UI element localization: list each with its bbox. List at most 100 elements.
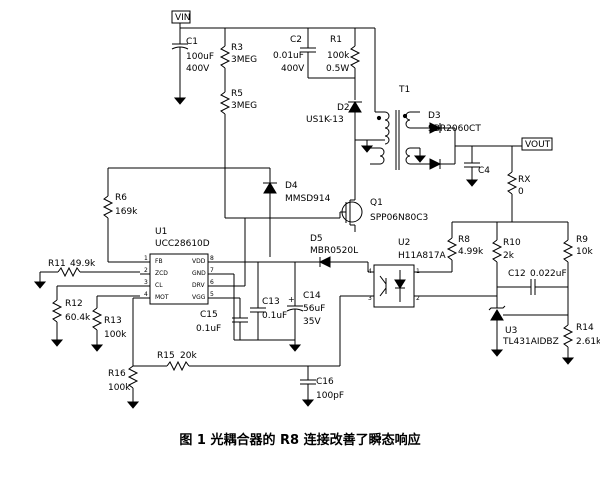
- r5-value: 3MEG: [231, 101, 257, 111]
- d4-diode: D4 MMSD914: [263, 168, 331, 257]
- r9-ref: R9: [576, 235, 588, 245]
- r14-ref: R14: [576, 323, 594, 333]
- r3-ref: R3: [231, 43, 243, 53]
- vout-net: VOUT: [521, 137, 553, 151]
- c14-capacitor: + C14 56uF 35V: [286, 262, 325, 352]
- c4-ref: C4: [478, 166, 490, 176]
- u2-pin3: 3: [368, 295, 372, 302]
- c1-rating: 400V: [186, 64, 210, 74]
- r1-ref: R1: [330, 35, 342, 45]
- c2-r1-snubber: C2 0.01uF 400V R1 100k 0.5W: [273, 28, 361, 100]
- u1-pin-vdd: VDD: [192, 258, 206, 265]
- t1-transformer: T1: [355, 27, 420, 170]
- rx-ref: RX: [518, 175, 530, 185]
- u1-pin-mot: MOT: [155, 294, 169, 301]
- r12-resistor: R12 60.4k: [50, 285, 140, 347]
- r6-resistor-icon: [102, 195, 114, 219]
- u1-pin-zcd: ZCD: [155, 270, 168, 277]
- u3-part: TL431AIDBZ: [502, 337, 559, 347]
- r15-value: 20k: [180, 351, 197, 361]
- c2-value: 0.01uF: [273, 51, 304, 61]
- r8-ref: R8: [458, 235, 470, 245]
- r16-resistor-icon: [127, 365, 139, 389]
- c1-capacitor: C1 100uF 400V: [171, 28, 214, 105]
- d5-diode-icon: [318, 256, 331, 268]
- rx-resistor-icon: [506, 171, 518, 195]
- r8-value: 4.99k: [458, 247, 484, 257]
- d3-diode-a-icon: [429, 122, 442, 134]
- r12-ref: R12: [65, 299, 83, 309]
- u1-pin6: 6: [210, 279, 214, 286]
- u2-led-icon: [394, 279, 406, 289]
- r11-ref: R11: [48, 259, 66, 269]
- r6-ref: R6: [115, 193, 127, 203]
- r14-resistor-icon: [562, 324, 574, 348]
- r15-ref: R15: [157, 351, 175, 361]
- r9-value: 10k: [576, 247, 593, 257]
- d2-diode: D2 US1K-13: [306, 101, 362, 140]
- r8-resistor: R8 4.99k: [446, 222, 484, 272]
- svg-text:+: +: [288, 295, 295, 304]
- d2-part: US1K-13: [306, 115, 344, 125]
- u2-ref: U2: [398, 238, 410, 248]
- r9-resistor: R9 10k: [562, 222, 593, 318]
- r14-ground-icon: [561, 357, 575, 365]
- rx-resistor: RX 0: [506, 146, 530, 222]
- r13-resistor-icon: [91, 307, 103, 331]
- u1-pin8: 8: [210, 255, 214, 262]
- r10-ref: R10: [503, 238, 521, 248]
- r12-resistor-icon: [51, 299, 63, 323]
- c1-ground-icon: [173, 97, 187, 105]
- secondary-ground-icon: [413, 155, 427, 163]
- r6-resistor: R6 169k: [102, 167, 270, 263]
- c2-ref: C2: [290, 35, 302, 45]
- c13-ref: C13: [262, 297, 280, 307]
- d5-diode: D5 MBR0520L: [295, 234, 358, 268]
- u1-pin-gnd: GND: [192, 270, 206, 277]
- u1-pin-fb: FB: [155, 258, 163, 265]
- r6-value: 169k: [115, 207, 138, 217]
- u1-part: UCC28610D: [155, 239, 210, 249]
- t1-secondary-winding-icon: [405, 111, 411, 129]
- c16-ground-icon: [301, 399, 315, 407]
- c13-value: 0.1uF: [262, 311, 287, 321]
- u1-pin1: 1: [144, 255, 148, 262]
- r1-rating: 0.5W: [326, 64, 349, 74]
- d5-ref: D5: [310, 234, 323, 244]
- u3-icon: [490, 309, 504, 321]
- u1-pin4: 4: [144, 291, 148, 298]
- c14-rating: 35V: [303, 317, 321, 327]
- r13-value: 100k: [104, 330, 127, 340]
- r11-resistor-icon: [57, 266, 81, 278]
- d2-ref: D2: [337, 103, 350, 113]
- u1-ref: U1: [155, 227, 167, 237]
- bias-ground-icon: [360, 145, 374, 153]
- d2-diode-icon: [348, 101, 362, 113]
- u1-pin5: 5: [210, 291, 214, 298]
- r14-resistor: R14 2.61k: [561, 318, 600, 365]
- c2-rating: 400V: [281, 64, 305, 74]
- d3-diode-b-icon: [429, 158, 442, 170]
- vout-label: VOUT: [525, 140, 551, 150]
- r3-value: 3MEG: [231, 55, 257, 65]
- u1-controller: U1 UCC28610D FB ZCD CL MOT VDD GND DRV V…: [140, 227, 230, 305]
- c14-value: 56uF: [303, 304, 325, 314]
- r14-value: 2.61k: [576, 337, 600, 347]
- r16-ref: R16: [108, 369, 126, 379]
- c16-ref: C16: [316, 377, 334, 387]
- r15-resistor: R15 20k: [133, 351, 340, 372]
- d3-output-rectifier: D3 SBR2060CT: [413, 111, 522, 170]
- r16-value: 100k: [108, 383, 131, 393]
- t1-aux-winding-icon: [405, 147, 411, 165]
- r5-resistor-icon: [219, 91, 231, 115]
- u2-optocoupler: U2 H11A817A 4 3 1 2: [340, 238, 497, 308]
- u1-pin7: 7: [210, 267, 214, 274]
- t1-bias-winding-icon: [379, 147, 385, 165]
- r12-value: 60.4k: [65, 313, 91, 323]
- c16-value: 100pF: [316, 391, 344, 401]
- r10-resistor-icon: [491, 239, 503, 263]
- r3-r5-resistor-chain: R3 3MEG R5 3MEG: [219, 28, 340, 219]
- c1-ref: C1: [186, 37, 198, 47]
- r10-value: 2k: [503, 251, 515, 261]
- c4-ground-icon: [465, 179, 479, 187]
